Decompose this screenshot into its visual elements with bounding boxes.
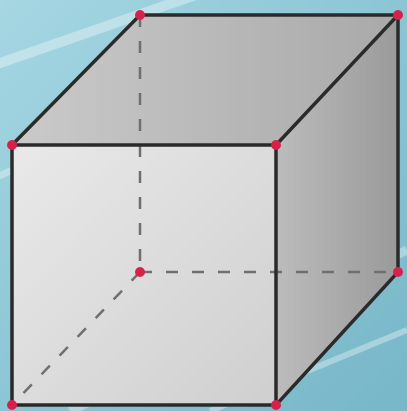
edge-bottom-right-diagonal	[274, 270, 400, 407]
back-top-left-vertex	[135, 10, 145, 20]
back-bottom-right-vertex	[393, 267, 403, 277]
back-top-right-vertex	[393, 10, 403, 20]
edge-top-right-diagonal	[274, 13, 400, 147]
hidden-edges	[11, 15, 398, 406]
hidden-edge-diagonal	[11, 271, 141, 406]
visible-edges	[10, 13, 400, 407]
front-bottom-right-vertex	[271, 400, 281, 410]
front-bottom-left-vertex	[7, 400, 17, 410]
edge-top-left-diagonal	[10, 13, 142, 147]
front-top-right-vertex	[271, 140, 281, 150]
back-bottom-left-vertex	[135, 267, 145, 277]
vertex-markers	[7, 10, 403, 410]
front-top-left-vertex	[7, 140, 17, 150]
